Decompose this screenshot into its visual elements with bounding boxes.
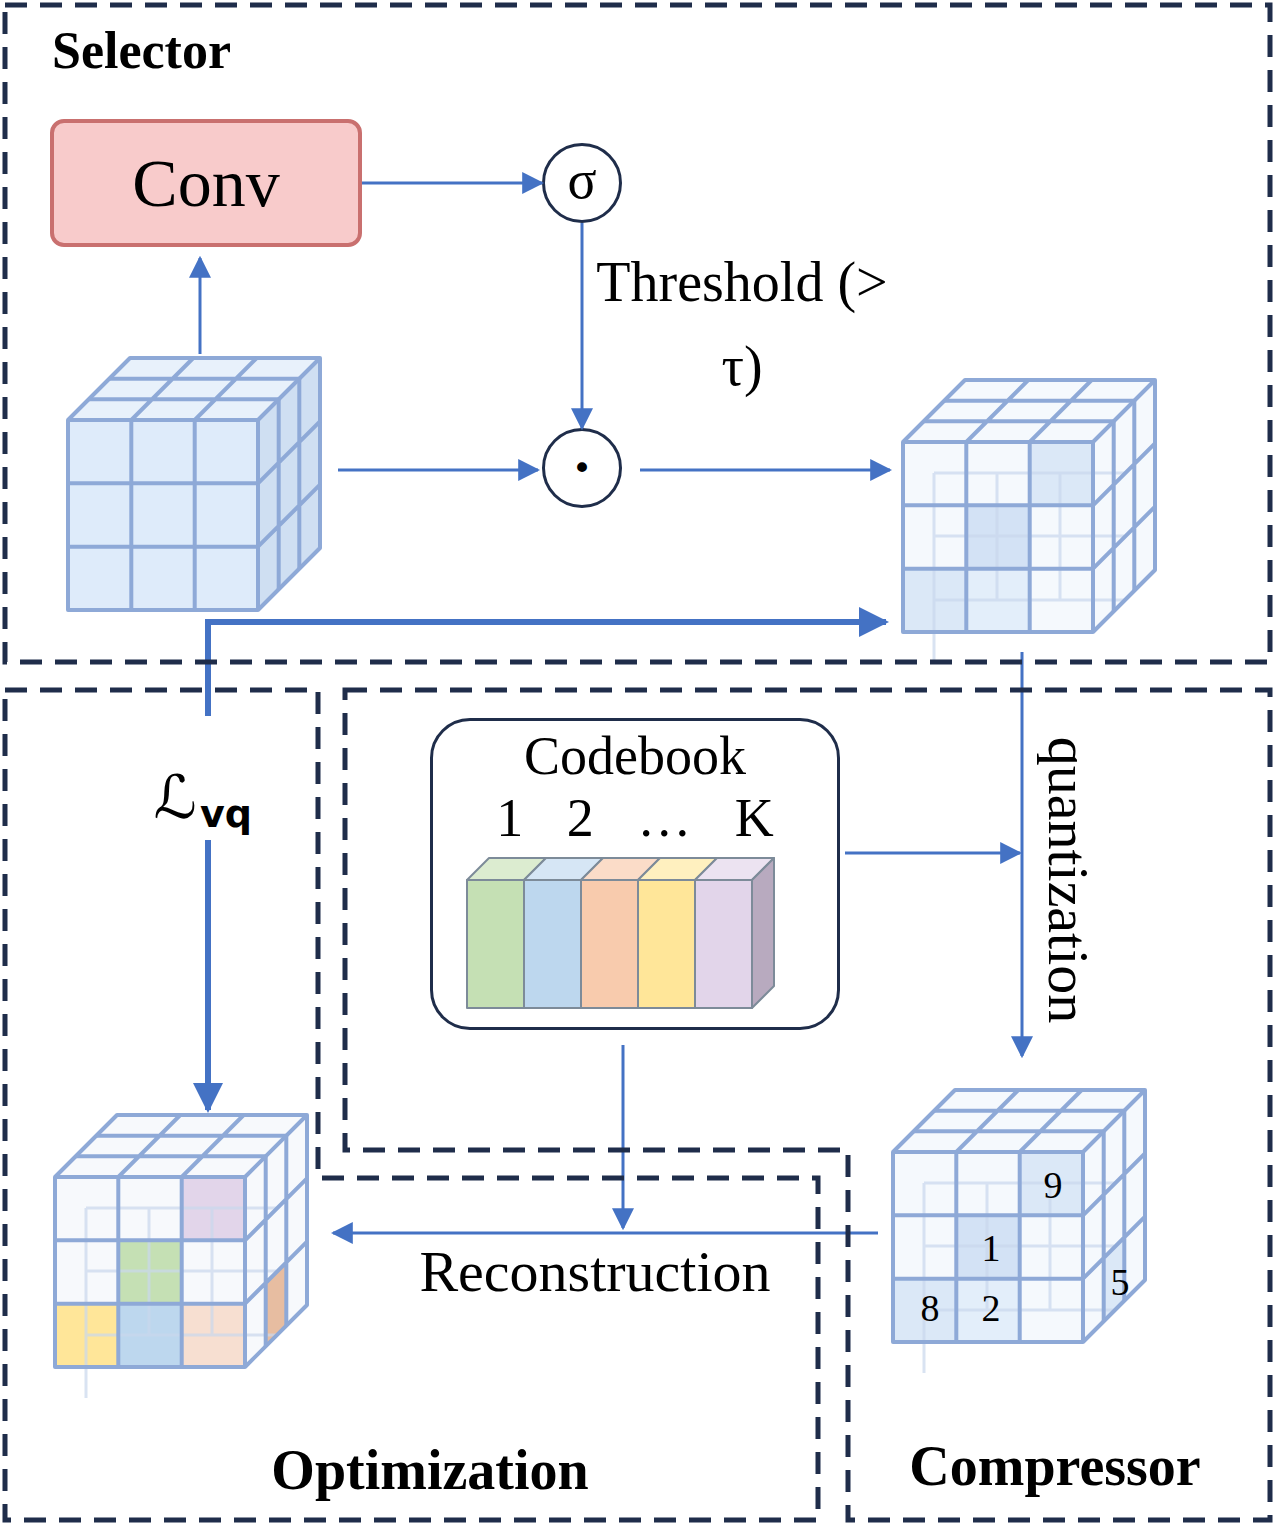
- loss-arrow: [208, 622, 886, 716]
- selected-cube: [903, 380, 1155, 663]
- cube-cell: [182, 1177, 245, 1240]
- codebook-box: Codebook1 2 … K: [430, 718, 840, 1030]
- cube-cell: [956, 1279, 1019, 1342]
- cube-face: [903, 380, 1155, 632]
- edge-label: Threshold (> τ): [592, 240, 892, 408]
- flow-arrow: [622, 1045, 625, 1228]
- cube-cell: [966, 505, 1029, 568]
- quantized-cube: [893, 1090, 1145, 1373]
- arrows: [200, 258, 1022, 1233]
- flow-arrow: [333, 1232, 878, 1235]
- cube-cell: [118, 1304, 181, 1367]
- cube-face: [55, 1115, 307, 1367]
- feature-cube: [68, 358, 320, 610]
- node-text: Optimization: [235, 1438, 625, 1502]
- cube-cell: [966, 569, 1029, 632]
- cube-inner-grid: [86, 1208, 276, 1398]
- codebook-entry: [638, 858, 717, 880]
- diagram-label: 5: [1100, 1260, 1140, 1304]
- codebook-entry: [581, 880, 638, 1008]
- cube-cell: [1020, 1152, 1083, 1215]
- connector: [362, 182, 542, 185]
- cube-grid: [903, 380, 1155, 632]
- loss-arrow: [205, 840, 211, 1110]
- dashed-border: [345, 690, 1270, 1520]
- region-outline: [5, 5, 1270, 662]
- codebook-entry: [695, 858, 774, 880]
- cube-cell: [956, 1215, 1019, 1278]
- codebook-entries: [467, 858, 774, 1008]
- cube-face: [68, 420, 258, 610]
- selector-region: SelectorConv σ •: [5, 5, 1270, 662]
- cube-face: [68, 358, 320, 420]
- reconstructed-cube: [55, 1115, 307, 1398]
- flow-arrow: [338, 469, 538, 472]
- cube-cell: [1030, 442, 1093, 505]
- cube-face: [893, 1090, 1145, 1342]
- codebook-entry: [752, 858, 774, 1008]
- codebook-entry: [638, 880, 695, 1008]
- node-text: Selector: [52, 21, 231, 80]
- cube-cell: [903, 569, 966, 632]
- cube-grid: [55, 1115, 307, 1367]
- dashed-border: [5, 5, 1270, 662]
- diagram-label: 9: [1033, 1163, 1073, 1207]
- cube-face: [258, 358, 320, 610]
- flow-arrow: [1021, 652, 1024, 1056]
- region-outline: [345, 690, 1270, 1520]
- codebook-entry: [581, 858, 660, 880]
- diagram-label: 1: [971, 1226, 1011, 1270]
- cube-grid: [68, 358, 320, 610]
- diagram-label: quantization: [1038, 680, 1102, 1080]
- cube-cell: [55, 1304, 118, 1367]
- diagram-label: 8: [910, 1286, 950, 1330]
- codebook-entry: [524, 880, 581, 1008]
- compressor-region: Compressor Codebook1 2 … K: [345, 690, 1270, 1520]
- cube-cell: [893, 1279, 956, 1342]
- cube-inner-grid: [924, 1183, 1114, 1373]
- diagram-label: ℒ: [140, 762, 210, 832]
- diagram-label: 2: [971, 1286, 1011, 1330]
- codebook-entry: [467, 858, 546, 880]
- flow-arrow: [199, 258, 202, 354]
- node-text: •: [572, 451, 592, 485]
- cube-cell: [266, 1262, 287, 1346]
- cube-inner-grid: [934, 473, 1124, 663]
- connector: [581, 223, 584, 428]
- flow-arrow: [640, 469, 890, 472]
- cube-grid: [893, 1090, 1145, 1342]
- conv-box: Conv: [50, 119, 362, 247]
- cube-cell: [118, 1240, 181, 1303]
- flow-arrow: [845, 852, 1020, 855]
- codebook-entry: [695, 880, 752, 1008]
- cube-cell: [182, 1304, 245, 1367]
- codebook-entry: [467, 880, 524, 1008]
- sigmoid-circle: σ: [542, 143, 622, 223]
- diagram-label: Reconstruction: [385, 1238, 805, 1305]
- node-text: σ: [567, 153, 596, 207]
- product-circle: •: [542, 428, 622, 508]
- node-text: 1 2 … K: [433, 787, 837, 849]
- diagram-label: vq: [196, 792, 256, 836]
- node-text: Conv: [132, 144, 279, 223]
- codebook-entry: [524, 858, 603, 880]
- node-text: Codebook: [433, 725, 837, 787]
- node-text: Compressor: [860, 1434, 1250, 1498]
